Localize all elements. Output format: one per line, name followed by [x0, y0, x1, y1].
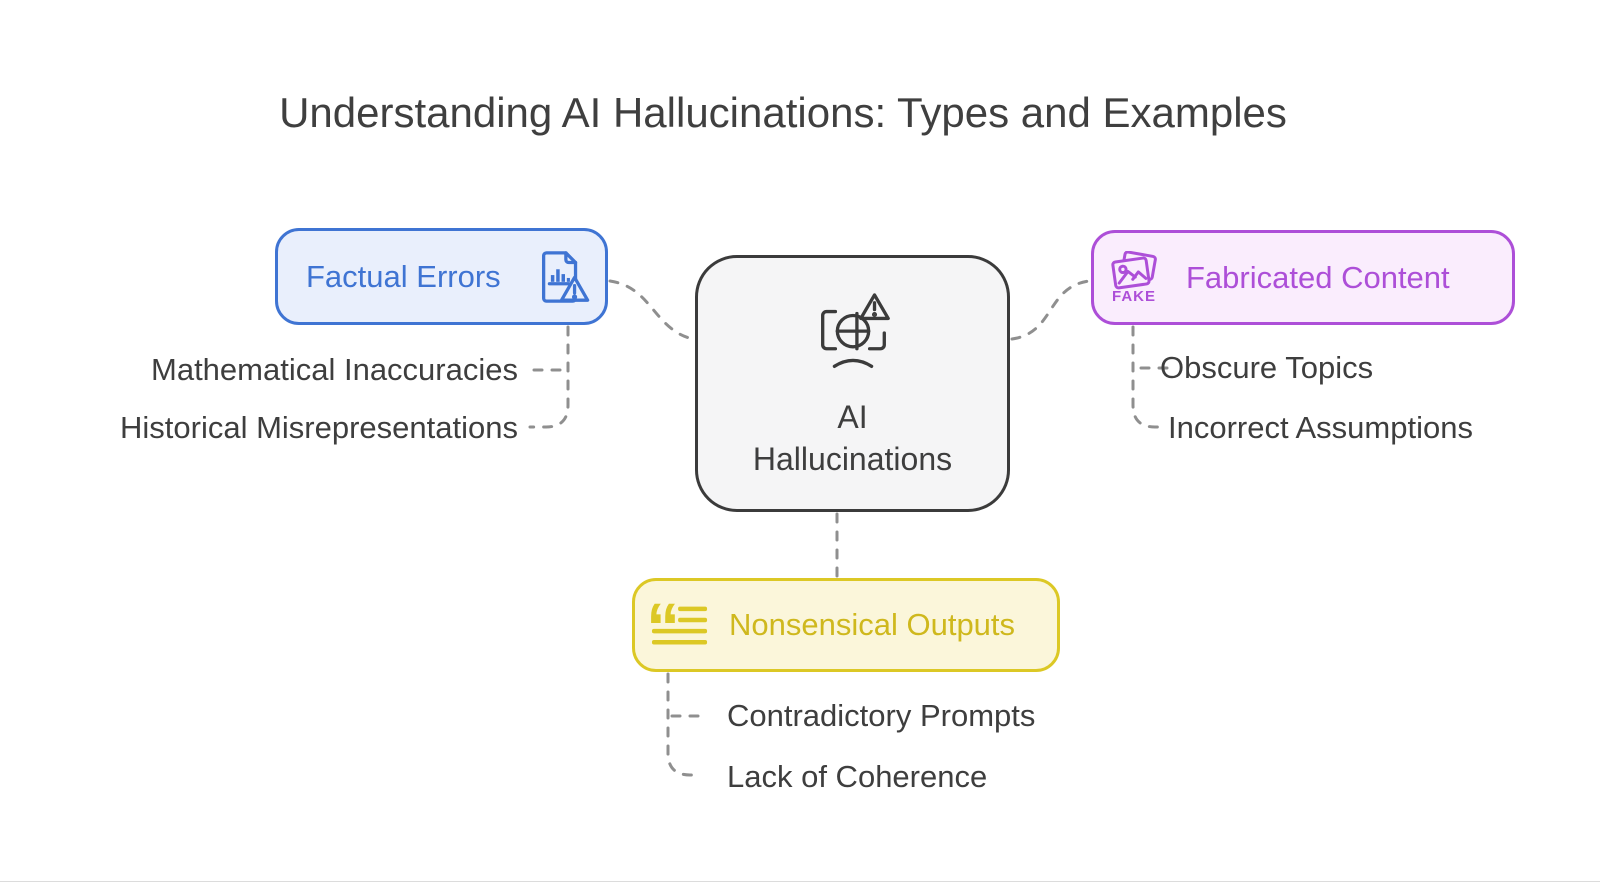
- connector-factual-to-center: [608, 279, 695, 341]
- document-bar-chart-warning-icon: [541, 250, 590, 303]
- quote-text-lines-icon: “: [651, 602, 708, 649]
- subitem-obscure-topics: Obscure Topics: [1160, 350, 1374, 385]
- ai-globe-warning-icon: [820, 292, 890, 368]
- branch-factual-errors: Factual Errors: [275, 228, 608, 325]
- fake-icon-label: FAKE: [1111, 288, 1156, 305]
- nonsensical-outputs-label: Nonsensical Outputs: [729, 607, 1016, 642]
- fabricated-content-label: Fabricated Content: [1186, 259, 1450, 295]
- central-node: AI Hallucinations: [695, 255, 1010, 512]
- connector-center-to-fabricated: [1010, 279, 1091, 341]
- fake-photos-icon: FAKE: [1106, 251, 1162, 304]
- branch-fabricated-content: FAKE Fabricated Content: [1091, 230, 1515, 325]
- central-node-label-line2: Hallucinations: [752, 440, 953, 477]
- factual-errors-label: Factual Errors: [306, 258, 501, 294]
- diagram-title: Understanding AI Hallucinations: Types a…: [279, 89, 1287, 136]
- subitem-historical-misrepresentations: Historical Misrepresentations: [120, 410, 518, 445]
- central-node-label: AI Hallucinations: [753, 396, 952, 480]
- subitem-mathematical-inaccuracies: Mathematical Inaccuracies: [151, 352, 518, 387]
- subitem-contradictory-prompts: Contradictory Prompts: [727, 698, 1036, 733]
- central-node-label-line1: AI: [837, 398, 868, 435]
- photos-graphic: [1111, 251, 1157, 290]
- connector-factual-children-spine: [528, 325, 570, 429]
- connector-nonsensical-children-spine: [666, 672, 702, 777]
- subitem-incorrect-assumptions: Incorrect Assumptions: [1168, 410, 1473, 445]
- bottom-edge-divider: [0, 881, 1600, 882]
- subitem-lack-of-coherence: Lack of Coherence: [727, 759, 988, 794]
- branch-nonsensical-outputs: “ Nonsensical Outputs: [632, 578, 1060, 672]
- connector-fabricated-children-spine: [1131, 325, 1165, 429]
